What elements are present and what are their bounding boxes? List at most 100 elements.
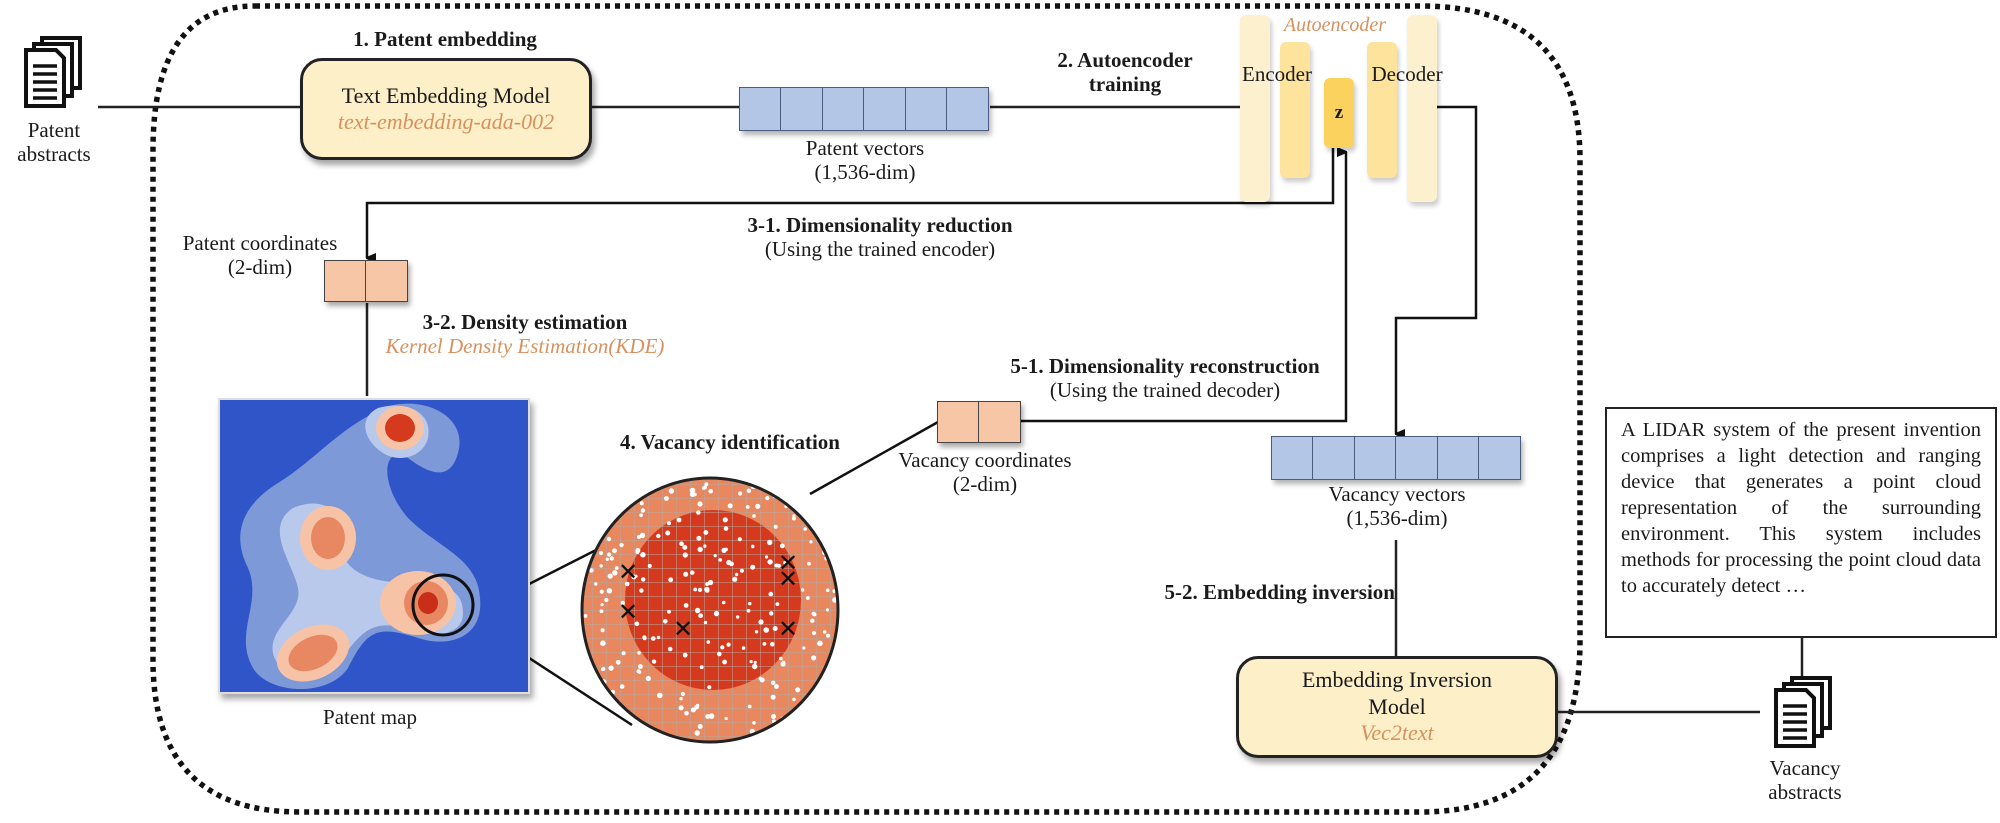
patent-point [615, 659, 621, 665]
text-embedding-model-name: text-embedding-ada-002 [337, 109, 555, 134]
step-4-title: 4. Vacancy identification [620, 430, 840, 454]
patent-point [620, 600, 625, 605]
patent-point [697, 546, 703, 553]
x-mark-icon: ✕ [778, 565, 798, 593]
patent-point [817, 640, 823, 647]
encoder-layer-inner [1280, 42, 1310, 178]
patent-point [607, 552, 612, 557]
patent-point [609, 556, 614, 561]
patent-point [667, 521, 671, 526]
vector-cell [780, 87, 823, 131]
pipeline-frame [150, 3, 1583, 815]
vacancy-vectors-label-text: Vacancy vectors [1328, 482, 1466, 506]
patent-point [614, 566, 619, 570]
patent-point [739, 568, 744, 573]
patent-point [768, 591, 774, 597]
patent-point [741, 646, 746, 650]
step-5-1-subtitle: (Using the trained decoder) [1049, 378, 1281, 403]
step-3-2-subtitle: Kernel Density Estimation(KDE) [385, 334, 665, 359]
patent-point [823, 470, 827, 473]
patent-point [619, 470, 624, 473]
patent-point [834, 698, 838, 704]
patent-point [708, 489, 713, 494]
vector-cell [946, 87, 989, 131]
patent-point [637, 651, 641, 655]
coordinate-cell [978, 401, 1021, 443]
vector-cell [904, 87, 948, 131]
patent-point [703, 620, 708, 625]
patent-abstracts-label-line2: abstracts [17, 142, 91, 167]
vacancy-coordinates-label: Vacancy coordinates (2-dim) [880, 448, 1090, 496]
patent-point [703, 544, 707, 548]
patent-point [759, 677, 765, 683]
patent-point [612, 548, 617, 554]
patent-point [780, 661, 786, 667]
patent-point [656, 635, 661, 640]
patent-point [598, 550, 604, 556]
patent-point [794, 727, 799, 732]
patent-point [721, 600, 726, 605]
patent-point [610, 471, 615, 476]
patent-point [836, 472, 839, 475]
patent-point [647, 563, 652, 568]
patent-vectors [738, 87, 989, 131]
zoom-circle-border [580, 476, 840, 744]
patent-point [600, 628, 605, 633]
patent-point [736, 615, 740, 619]
patent-point [752, 721, 756, 725]
patent-point [619, 542, 624, 548]
patent-point [821, 686, 827, 691]
vector-cell [1436, 436, 1480, 480]
patent-point [750, 544, 755, 549]
patent-point [664, 496, 669, 501]
embedding-inversion-model-box: Embedding Inversion Model Vec2text [1236, 656, 1558, 758]
arrow-z-to-patent-coordinates [365, 146, 1335, 258]
patent-point [697, 724, 703, 729]
generated-abstract-box: A LIDAR system of the present invention … [1605, 407, 1997, 638]
patent-point [699, 665, 704, 670]
patent-point [619, 684, 625, 689]
patent-point [639, 513, 643, 517]
density-peak-bottom [288, 634, 338, 672]
patent-point [642, 636, 647, 641]
patent-point [810, 618, 815, 623]
patent-point [802, 646, 806, 650]
patent-point [583, 525, 587, 530]
patent-point [693, 587, 698, 592]
patent-point [707, 685, 712, 690]
document-stack-icon [1774, 676, 1832, 748]
patent-point [732, 576, 738, 582]
step-2-line2: training [1088, 72, 1162, 97]
patent-point [697, 501, 703, 507]
patent-point [582, 517, 585, 522]
patent-point [763, 627, 769, 633]
patent-point [708, 713, 715, 719]
patent-abstracts-label: Patent abstracts [14, 118, 94, 166]
patent-point [599, 589, 604, 594]
patent-point [717, 651, 722, 657]
patent-point [720, 645, 725, 650]
patent-point [682, 652, 688, 658]
patent-point [590, 537, 595, 542]
patent-point [668, 488, 675, 494]
patent-point [582, 565, 583, 571]
patent-point [806, 725, 811, 730]
document-stack-icon [24, 36, 82, 108]
patent-point [608, 500, 612, 504]
patent-point [657, 692, 663, 699]
patent-point [759, 734, 764, 738]
patent-point [791, 516, 796, 521]
patent-point [640, 552, 646, 558]
patent-point [726, 559, 732, 566]
patent-point [641, 577, 646, 582]
patent-point [833, 647, 838, 651]
patent-point [594, 582, 598, 586]
patent-point [582, 683, 584, 687]
patent-point [600, 640, 606, 646]
patent-point [683, 603, 689, 608]
vector-cell [738, 87, 782, 131]
patent-point [682, 544, 688, 550]
patent-point [645, 675, 651, 682]
patent-point [810, 496, 815, 501]
patent-point [578, 637, 581, 640]
